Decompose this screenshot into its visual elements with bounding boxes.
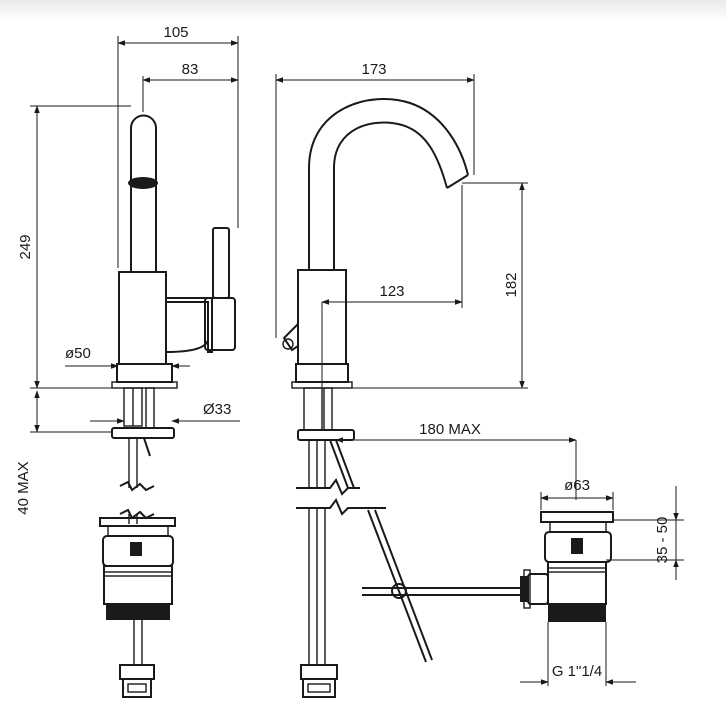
waste-detail xyxy=(520,511,614,622)
dimension-deck-thickness: 40 MAX xyxy=(15,461,32,514)
window-top-shadow xyxy=(0,0,726,22)
dimension-123: 123 xyxy=(379,283,404,300)
side-view-faucet xyxy=(99,114,236,698)
dimension-waste-thread: G 1"1/4 xyxy=(552,663,602,680)
dimension-173: 173 xyxy=(361,61,386,78)
dimension-249: 249 xyxy=(17,234,34,259)
dimension-83: 83 xyxy=(182,61,199,78)
dimension-base-diameter: ø50 xyxy=(65,345,91,362)
side-view-dimensions xyxy=(30,36,240,433)
front-view-faucet xyxy=(282,98,520,698)
front-view-dimensions xyxy=(275,74,577,500)
dimension-182: 182 xyxy=(503,272,520,297)
dimension-shank-diameter: Ø33 xyxy=(203,401,231,418)
dimension-rod-length: 180 MAX xyxy=(419,421,481,438)
dimension-105: 105 xyxy=(163,24,188,41)
waste-dimensions xyxy=(520,486,684,686)
dimension-waste-height: 35 - 50 xyxy=(654,517,671,564)
dimension-waste-diameter: ø63 xyxy=(564,477,590,494)
